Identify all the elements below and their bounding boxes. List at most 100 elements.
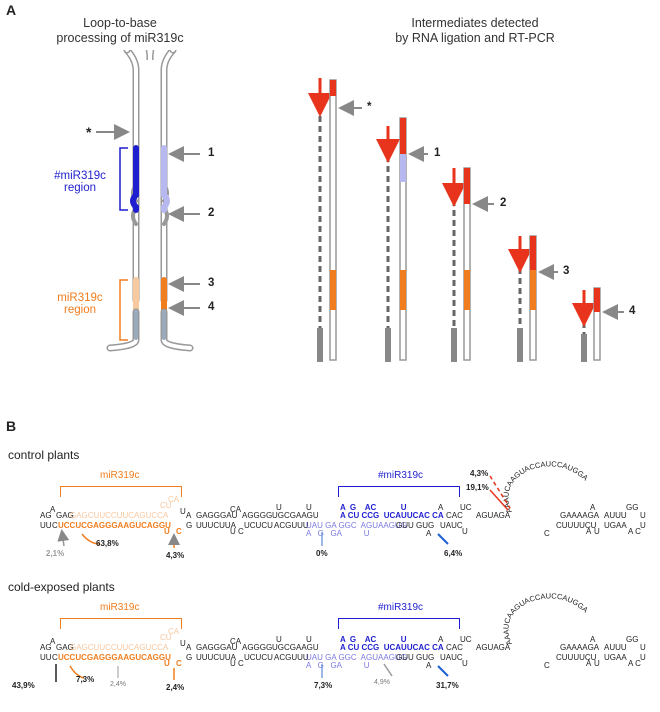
c-top-star-up: A G AC U xyxy=(340,503,407,512)
c-pct-3: 4,3% xyxy=(166,551,184,560)
right-title-line1: Intermediates detected xyxy=(411,16,539,30)
control-mirstar-label: #miR319c xyxy=(378,470,424,481)
c-loop-ac: A C xyxy=(628,527,641,536)
star-label: * xyxy=(86,124,92,140)
c-top-mir: GAGCUUCCUUCAGUCCA xyxy=(70,511,169,520)
c-top-u: U xyxy=(180,507,186,516)
k-top-mir: GAGCUUCCUUCAGUCCA xyxy=(70,643,169,652)
k-bot-u2: U xyxy=(462,659,468,668)
k-top-star: A CU CCG UCAUUCAC CA xyxy=(340,643,444,652)
k-top-aguaga: AGUAGA xyxy=(476,643,511,652)
c-top-gag: GAG xyxy=(56,511,74,520)
right-title-line2: by RNA ligation and RT-PCR xyxy=(395,31,555,45)
int-label-1: 1 xyxy=(434,147,441,159)
c-top-gaggau: GAGGGAU xyxy=(196,511,238,520)
c-loop-top: GAAAAGA xyxy=(560,511,600,520)
k-loop-a: A xyxy=(590,635,596,644)
c-bot-g: G xyxy=(186,521,192,530)
control-mir-bracket xyxy=(60,486,182,497)
k-bot-g: G xyxy=(186,653,192,662)
c-loop-u2: U xyxy=(594,527,600,536)
mir-bracket xyxy=(119,279,128,341)
k-top-ag: AG xyxy=(40,643,52,652)
c-loop-cuuu: CUUUUCU xyxy=(556,521,597,530)
k-top-gag: GAG xyxy=(56,643,74,652)
c-bot-guu: GUU GUG xyxy=(396,521,434,530)
c-bot-acg: ACGUUU xyxy=(274,521,309,530)
c-pct-1: 2,1% xyxy=(46,549,64,558)
c-top-u1: U xyxy=(276,503,282,512)
k-top-agggg: AGGGG xyxy=(242,643,272,652)
k-loop-gg: GG xyxy=(626,635,638,644)
c-loop-a: A xyxy=(590,503,596,512)
c-top-uc: UC xyxy=(460,503,472,512)
c-bot-u2: U xyxy=(462,527,468,536)
k-bot-c2: C xyxy=(176,659,182,668)
c-pct-6: 4,3% xyxy=(470,469,488,478)
k-hairpin: AAAUCAAGUACCAUCCAUGGA xyxy=(501,591,589,646)
c-top-u2: U xyxy=(306,503,312,512)
k-bot-star: UAU GA GGC AGUAAGUG xyxy=(306,653,407,662)
k-top-cac: CAC xyxy=(446,643,463,652)
mirstar-label-1: #miR319c xyxy=(54,170,106,182)
cold-section: cold-exposed plants miR319c #miR319c AG … xyxy=(0,578,660,708)
c-top-aguaga: AGUAGA xyxy=(476,511,511,520)
mirstar-region-label: #miR319c region xyxy=(40,170,120,194)
mirstar-label-2: region xyxy=(64,182,96,194)
k-bot-guu: GUU GUG xyxy=(396,653,434,662)
right-title: Intermediates detected by RNA ligation a… xyxy=(370,16,580,46)
c-top-cac: CAC xyxy=(446,511,463,520)
c-top-cu: CU xyxy=(160,501,172,510)
k-bot-c3: C xyxy=(544,661,550,670)
c-top-ag: AG xyxy=(40,511,52,520)
k-loop-a2: A xyxy=(586,659,592,668)
c-pct-7: 19,1% xyxy=(466,483,489,492)
left-title: Loop-to-base processing of miR319c xyxy=(40,16,200,46)
k-loop-u2: U xyxy=(594,659,600,668)
c-hairpin: AAAUCAAGUACCAUCCAUGGA xyxy=(501,459,589,514)
cold-mirstar-label: #miR319c xyxy=(378,602,424,613)
left-title-line1: Loop-to-base xyxy=(83,16,157,30)
k-top-u2: U xyxy=(306,635,312,644)
site-label-4: 4 xyxy=(208,301,215,313)
k-bot-uauc: UAUC xyxy=(440,653,463,662)
k-pct-2: 7,3% xyxy=(76,675,94,684)
site-label-2: 2 xyxy=(208,207,215,219)
control-mir-label: miR319c xyxy=(100,470,140,481)
c-bot-c: C xyxy=(52,521,58,530)
k-loop-ac: A C xyxy=(628,659,641,668)
c-bot-a: A xyxy=(426,529,432,538)
cold-mir-bracket xyxy=(60,618,182,629)
c-top-star: A CU CCG UCAUUCAC CA xyxy=(340,511,444,520)
int-label-4: 4 xyxy=(629,305,636,317)
c-top-a4: A xyxy=(438,503,444,512)
k-top-u: U xyxy=(180,639,186,648)
k-bot-uuucuua: UUUCUUA xyxy=(196,653,237,662)
c-bot-c2: C xyxy=(176,527,182,536)
int-label-star: * xyxy=(367,101,372,113)
k-top-a: A xyxy=(50,637,56,646)
c-loop-gg: GG xyxy=(626,503,638,512)
k-pct-4: 2,4% xyxy=(166,683,184,692)
c-top-ca: CA xyxy=(168,495,180,504)
panel-b-letter: B xyxy=(6,418,17,434)
c-bot-mir: UCCUCGAGGGAAGUCAGGU xyxy=(58,521,171,530)
c-top-a: A xyxy=(50,505,56,514)
c-bot-uc: U C xyxy=(230,527,244,536)
c-top-agggg: AGGGG xyxy=(242,511,272,520)
c-loop-u3: U xyxy=(640,521,646,530)
k-top-ca: CA xyxy=(168,627,180,636)
int-label-3: 3 xyxy=(563,265,570,277)
k-pct-7: 31,7% xyxy=(436,681,459,690)
k-bot-ucucu: UCUCU xyxy=(244,653,273,662)
k-top-u1: U xyxy=(276,635,282,644)
site-label-3: 3 xyxy=(208,277,215,289)
k-bot-a: A xyxy=(426,661,432,670)
cold-mir-label: miR319c xyxy=(100,602,140,613)
mir-label-1: miR319c xyxy=(57,292,103,304)
k-bot-mir: UCCUCGAGGGAAGUCAGGU xyxy=(58,653,171,662)
k-top-gaggau: GAGGGAU xyxy=(196,643,238,652)
c-top-ugc: UGCGAAGU xyxy=(272,511,319,520)
c-loop-a2: A xyxy=(586,527,592,536)
k-top-ugc: UGCGAAGU xyxy=(272,643,319,652)
